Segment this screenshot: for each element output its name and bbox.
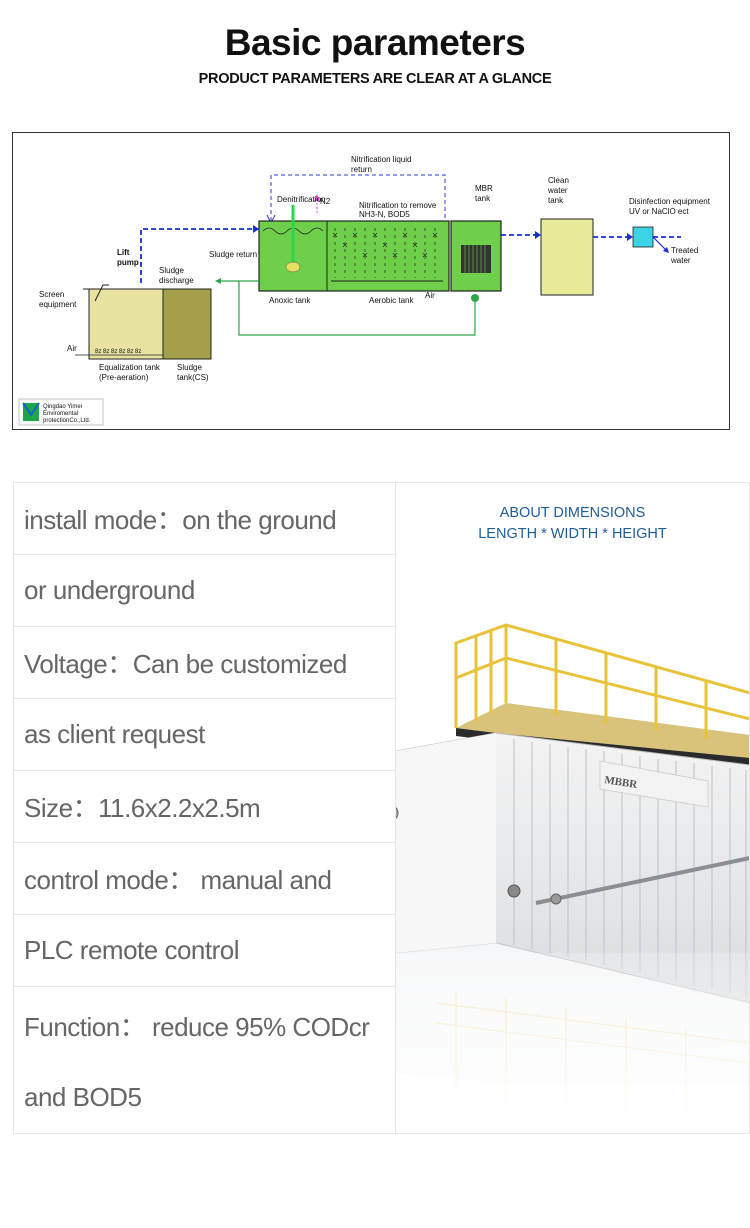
railing bbox=[454, 623, 749, 739]
process-diagram: Nitrification liquid return N2 Denitrifi… bbox=[12, 132, 730, 430]
equalization-tank bbox=[88, 288, 164, 360]
screen-equipment bbox=[94, 284, 109, 302]
aerator-stars bbox=[332, 228, 438, 278]
spec-row: install mode：on the ground bbox=[14, 483, 395, 555]
dimensions-line-2: LENGTH * WIDTH * HEIGHT bbox=[478, 526, 667, 542]
spec-row-function: Function： reduce 95% CODcr and BOD5 bbox=[14, 987, 395, 1135]
label-anoxic: Anoxic tank bbox=[269, 296, 311, 305]
anoxic-aerobic-tank bbox=[258, 220, 450, 292]
clean-water-tank bbox=[540, 218, 594, 296]
pipe bbox=[535, 856, 749, 905]
container-illustration: MBBR bbox=[396, 623, 749, 1133]
label-nitrification-remove-2: NH3-N, BOD5 bbox=[359, 210, 410, 219]
label-sludge-discharge-1: Sludge bbox=[159, 266, 184, 275]
spec-row: Voltage：Can be customized bbox=[14, 627, 395, 699]
container-logo: MBBR bbox=[604, 774, 640, 791]
spec-function-line-2: and BOD5 bbox=[24, 1081, 142, 1112]
label-sludge-return: Sludge return bbox=[209, 250, 257, 259]
label-sludge-tank-2: tank(CS) bbox=[177, 373, 209, 382]
valve bbox=[507, 884, 521, 898]
product-photo-panel: ABOUT DIMENSIONS LENGTH * WIDTH * HEIGHT bbox=[396, 482, 750, 1134]
page-subtitle: PRODUCT PARAMETERS ARE CLEAR AT A GLANCE bbox=[198, 71, 552, 87]
mbr-pump bbox=[471, 294, 479, 302]
label-sludge-discharge-2: discharge bbox=[159, 276, 194, 285]
label-nitrification-return-2: return bbox=[351, 165, 372, 174]
label-treated-2: water bbox=[670, 256, 691, 265]
label-disinfection-1: Disinfection equipment bbox=[629, 197, 711, 206]
label-air-right: Air bbox=[425, 291, 435, 300]
process-diagram-svg: Nitrification liquid return N2 Denitrifi… bbox=[18, 155, 711, 426]
spec-row: Size：11.6x2.2x2.5m bbox=[14, 771, 395, 843]
spec-row: as client request bbox=[14, 699, 395, 771]
aeration-dots: 8z 8z 8z 8z 8z 8z bbox=[95, 349, 141, 355]
label-mbr-1: MBR bbox=[475, 184, 493, 193]
label-equalization-1: Equalization tank bbox=[99, 363, 161, 372]
disinfection-unit bbox=[632, 226, 654, 248]
top-platform bbox=[456, 703, 749, 758]
sludge-tank bbox=[162, 288, 212, 360]
corrugation bbox=[513, 739, 747, 997]
label-air-left: Air bbox=[67, 344, 77, 353]
sludge-return-line bbox=[238, 280, 476, 336]
label-denitrification: Denitrification bbox=[277, 195, 325, 204]
label-lift-1: Lift bbox=[117, 248, 130, 257]
side-fitting bbox=[396, 806, 399, 820]
spec-list: install mode：on the ground or undergroun… bbox=[13, 482, 396, 1134]
label-disinfection-2: UV or NaClO ect bbox=[629, 207, 689, 216]
label-treated-1: Treated bbox=[671, 246, 698, 255]
page-title: Basic parameters bbox=[224, 22, 526, 63]
dimensions-caption: ABOUT DIMENSIONS LENGTH * WIDTH * HEIGHT bbox=[396, 503, 749, 545]
dimensions-line-1: ABOUT DIMENSIONS bbox=[499, 505, 646, 521]
label-company-2: Enviromental bbox=[43, 411, 78, 417]
label-equalization-2: (Pre-aeration) bbox=[99, 373, 149, 382]
label-screen-2: equipment bbox=[39, 300, 77, 309]
label-n2: N2 bbox=[320, 197, 331, 206]
label-lift-2: pump bbox=[117, 258, 139, 267]
label-clean-3: tank bbox=[548, 196, 564, 205]
nitrification-return-line bbox=[270, 174, 446, 221]
spec-row: control mode： manual and bbox=[14, 843, 395, 915]
label-screen-1: Screen bbox=[39, 290, 64, 299]
label-nitrification-return-1: Nitrification liquid bbox=[351, 155, 411, 164]
container-end bbox=[396, 733, 496, 953]
label-aerobic: Aerobic tank bbox=[369, 296, 414, 305]
label-mbr-2: tank bbox=[475, 194, 491, 203]
spec-row: or underground bbox=[14, 555, 395, 627]
label-company-3: protectionCo.,Ltd. bbox=[43, 418, 91, 424]
mbr-module bbox=[461, 245, 491, 273]
label-clean-1: Clean bbox=[548, 176, 569, 185]
spec-function-line-1: Function： reduce 95% CODcr bbox=[24, 1011, 370, 1042]
label-company-1: Qingdao Yimei bbox=[43, 404, 82, 410]
label-nitrification-remove-1: Nitrification to remove bbox=[359, 201, 437, 210]
label-sludge-tank-1: Sludge bbox=[177, 363, 202, 372]
container-label-plate bbox=[599, 760, 709, 808]
spec-row: PLC remote control bbox=[14, 915, 395, 987]
label-clean-2: water bbox=[547, 186, 568, 195]
